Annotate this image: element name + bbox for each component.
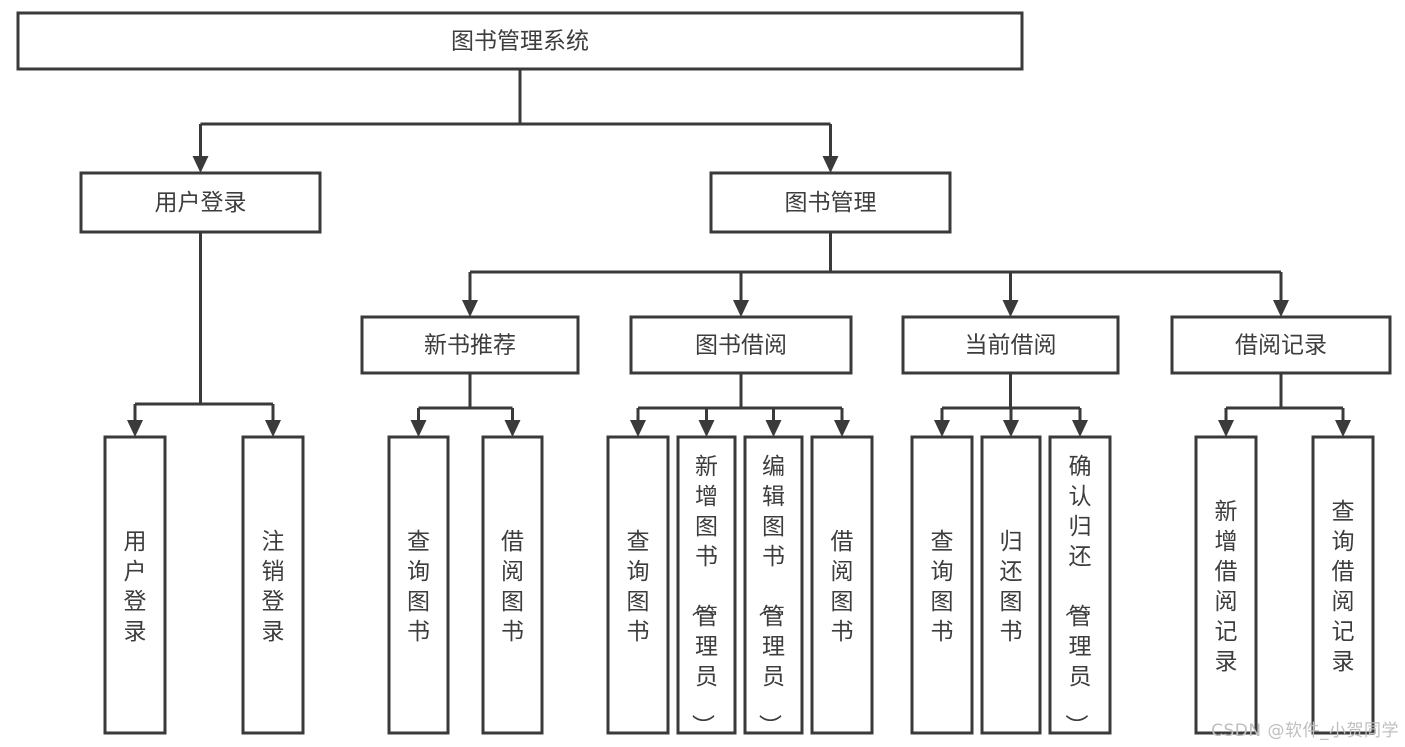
node-leaf-label-current_borrow-2: 确认归还（管理员） bbox=[1063, 454, 1092, 737]
node-leaf-label-current_borrow-0: 查询图书 bbox=[931, 529, 954, 645]
node-leaf-label-borrow_record-0: 新增借阅记录 bbox=[1215, 499, 1238, 675]
node-leaf-user_login-1[interactable] bbox=[241, 435, 305, 735]
arrow-head-icon bbox=[1218, 420, 1234, 437]
node-level2-label-0: 用户登录 bbox=[155, 190, 247, 216]
arrow-head-icon bbox=[127, 420, 143, 437]
arrow-head-icon bbox=[1072, 420, 1088, 437]
arrow-head-icon bbox=[1003, 420, 1019, 437]
node-level2-1[interactable] bbox=[709, 171, 952, 234]
connector-layer bbox=[127, 69, 1351, 437]
node-leaf-label-user_login-1: 注销登录 bbox=[262, 529, 285, 645]
node-level3-1[interactable] bbox=[629, 315, 853, 375]
arrow-head-icon bbox=[1002, 300, 1019, 317]
node-level3-label-1: 图书借阅 bbox=[695, 333, 787, 359]
node-layer: 图书管理系统用户登录图书管理新书推荐图书借阅当前借阅借阅记录用户登录注销登录查询… bbox=[16, 11, 1392, 737]
node-leaf-book_borrow-2[interactable] bbox=[743, 435, 804, 735]
node-level3-label-2: 当前借阅 bbox=[965, 333, 1057, 359]
node-leaf-new_book_recommend-0[interactable] bbox=[387, 435, 450, 735]
node-leaf-label-book_borrow-1: 新增图书（管理员） bbox=[689, 454, 718, 737]
node-leaf-user_login-0[interactable] bbox=[103, 435, 167, 735]
arrow-head-icon bbox=[265, 420, 281, 437]
node-level2-label-1: 图书管理 bbox=[785, 190, 877, 216]
arrow-head-icon bbox=[1335, 420, 1351, 437]
node-leaf-label-book_borrow-3: 借阅图书 bbox=[831, 529, 854, 645]
arrow-head-icon bbox=[192, 156, 209, 173]
node-leaf-current_borrow-0[interactable] bbox=[910, 435, 974, 735]
node-leaf-label-new_book_recommend-0: 查询图书 bbox=[407, 529, 430, 645]
node-level3-label-3: 借阅记录 bbox=[1235, 333, 1327, 359]
node-leaf-current_borrow-1[interactable] bbox=[980, 435, 1042, 735]
node-leaf-book_borrow-0[interactable] bbox=[606, 435, 670, 735]
csdn-watermark: CSDN @软件_小贺同学 bbox=[1211, 721, 1399, 741]
node-leaf-label-current_borrow-1: 归还图书 bbox=[1000, 529, 1023, 645]
node-level3-3[interactable] bbox=[1170, 315, 1392, 375]
arrow-head-icon bbox=[765, 420, 782, 437]
node-leaf-book_borrow-3[interactable] bbox=[810, 435, 874, 735]
arrow-head-icon bbox=[822, 156, 839, 173]
node-leaf-label-book_borrow-2: 编辑图书（管理员） bbox=[756, 454, 785, 737]
node-level3-label-0: 新书推荐 bbox=[424, 333, 516, 359]
arrow-head-icon bbox=[1273, 300, 1289, 317]
node-root[interactable] bbox=[16, 11, 1024, 71]
node-leaf-label-book_borrow-0: 查询图书 bbox=[627, 529, 650, 645]
node-leaf-borrow_record-0[interactable] bbox=[1194, 435, 1258, 735]
node-leaf-new_book_recommend-1[interactable] bbox=[481, 435, 544, 735]
arrow-head-icon bbox=[698, 420, 715, 437]
arrow-head-icon bbox=[834, 420, 850, 437]
node-leaf-borrow_record-1[interactable] bbox=[1311, 435, 1375, 735]
arrow-head-icon bbox=[462, 300, 478, 317]
node-level3-2[interactable] bbox=[901, 315, 1120, 375]
arrow-head-icon bbox=[934, 420, 950, 437]
arrow-head-icon bbox=[410, 420, 427, 437]
node-leaf-label-user_login-0: 用户登录 bbox=[124, 529, 147, 645]
node-level3-0[interactable] bbox=[360, 315, 580, 375]
node-level2-0[interactable] bbox=[79, 171, 322, 234]
node-root-label: 图书管理系统 bbox=[451, 29, 589, 55]
arrow-head-icon bbox=[630, 420, 646, 437]
arrow-head-icon bbox=[733, 300, 749, 317]
node-leaf-label-borrow_record-1: 查询借阅记录 bbox=[1332, 499, 1355, 675]
node-leaf-label-new_book_recommend-1: 借阅图书 bbox=[501, 529, 524, 645]
node-leaf-book_borrow-1[interactable] bbox=[676, 435, 737, 735]
arrow-head-icon bbox=[504, 420, 521, 437]
node-leaf-current_borrow-2[interactable] bbox=[1048, 435, 1112, 735]
